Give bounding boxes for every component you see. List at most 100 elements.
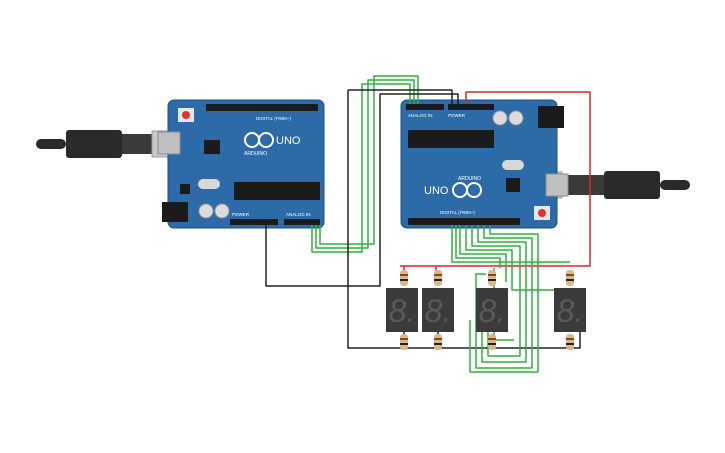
resistor-body xyxy=(400,334,408,350)
resistor-band xyxy=(434,274,442,276)
usb-cable-icon xyxy=(36,139,66,149)
digital-header xyxy=(206,104,318,111)
usb-port xyxy=(545,173,569,197)
resistor[interactable] xyxy=(488,270,496,286)
usb-chip xyxy=(506,178,520,192)
display-digit: 8. xyxy=(557,293,584,329)
wire-green[interactable] xyxy=(311,83,411,253)
wire-black[interactable] xyxy=(348,89,453,104)
wire-black[interactable] xyxy=(347,90,581,349)
resistor-band xyxy=(434,343,442,345)
usb-port xyxy=(157,131,181,155)
resistor[interactable] xyxy=(400,334,408,350)
wire-green[interactable] xyxy=(451,225,570,263)
resistor[interactable] xyxy=(566,334,574,350)
display-digit: 8. xyxy=(425,293,452,329)
seven-segment-display-2[interactable]: 8. xyxy=(422,288,454,332)
usb-plug-body xyxy=(66,130,122,158)
wire-green[interactable] xyxy=(315,79,415,249)
arduino-board-right[interactable]: UNO ARDUINO POWER ANALOG IN DIGITAL (PWM… xyxy=(400,99,569,229)
resistor-band xyxy=(434,338,442,340)
wire-black[interactable] xyxy=(265,93,459,287)
resistor-band xyxy=(488,274,496,276)
atmega-chip xyxy=(408,130,494,148)
resistor[interactable] xyxy=(400,270,408,286)
arduino-logo-icon xyxy=(244,132,274,148)
display-housing xyxy=(476,288,508,332)
resistor-band xyxy=(566,338,574,340)
resistor[interactable] xyxy=(434,270,442,286)
resistor-band xyxy=(566,343,574,345)
analog-header xyxy=(406,104,444,110)
resistor[interactable] xyxy=(434,334,442,350)
usb-cable-icon xyxy=(660,180,690,190)
digital-header-label: DIGITAL (PWM~) xyxy=(256,116,291,121)
display-housing xyxy=(386,288,418,332)
digital-header xyxy=(408,218,520,225)
board-pcb xyxy=(400,99,558,229)
resistor-band xyxy=(434,279,442,281)
power-header xyxy=(448,104,494,110)
analog-header-label: ANALOG IN xyxy=(286,212,311,217)
wire-green[interactable] xyxy=(455,225,501,268)
resistor[interactable] xyxy=(488,334,496,350)
resistor-band xyxy=(488,279,496,281)
resistor-body xyxy=(400,270,408,286)
resistor-band xyxy=(488,343,496,345)
resistors[interactable] xyxy=(400,270,574,350)
crystal xyxy=(502,160,524,170)
display-housing xyxy=(422,288,454,332)
digital-header-label: DIGITAL (PWM~) xyxy=(440,210,475,215)
resistor-body xyxy=(488,334,496,350)
usb-plug-body xyxy=(604,171,660,199)
arduino-board-left[interactable]: UNO ARDUINO POWER ANALOG IN DIGITAL (PWM… xyxy=(157,99,325,229)
reset-button-cap xyxy=(538,209,546,217)
capacitor xyxy=(508,110,524,126)
resistor-band xyxy=(488,338,496,340)
capacitor xyxy=(198,203,214,219)
display-digit: 8. xyxy=(479,293,506,329)
wire-green[interactable] xyxy=(475,225,533,369)
seven-segment-display-1[interactable]: 8. xyxy=(386,288,418,332)
power-header-label: POWER xyxy=(232,212,250,217)
analog-header-label: ANALOG IN xyxy=(408,113,433,118)
display-housing xyxy=(554,288,586,332)
resistor-body xyxy=(566,334,574,350)
resistor-band xyxy=(400,343,408,345)
resistor-band xyxy=(400,338,408,340)
resistor-band xyxy=(400,274,408,276)
analog-header xyxy=(284,219,320,225)
power-header-label: POWER xyxy=(448,113,466,118)
resistor-band xyxy=(566,274,574,276)
board-logo-text: UNO xyxy=(424,185,449,197)
resistor-body xyxy=(434,334,442,350)
usb-plug-neck xyxy=(562,175,604,195)
capacitor xyxy=(214,203,230,219)
seven-segment-display-3[interactable]: 8. xyxy=(476,288,508,332)
crystal xyxy=(198,179,220,189)
usb-chip xyxy=(204,140,220,154)
board-brand-text: ARDUINO xyxy=(458,176,481,182)
resistor-band xyxy=(400,279,408,281)
wire-green[interactable] xyxy=(471,225,521,357)
wire-green[interactable] xyxy=(469,225,539,373)
capacitor xyxy=(492,110,508,126)
seven-segment-displays[interactable]: 8. 8. 8. 8. xyxy=(386,288,586,332)
reset-button-cap xyxy=(182,111,190,119)
resistor-band xyxy=(566,279,574,281)
resistor-body xyxy=(488,270,496,286)
power-header xyxy=(230,219,278,225)
resistor[interactable] xyxy=(566,270,574,286)
power-jack xyxy=(538,106,564,128)
usb-plug-neck xyxy=(122,134,152,154)
wire-green[interactable] xyxy=(459,225,507,282)
board-brand-text: ARDUINO xyxy=(244,151,267,157)
seven-segment-display-4[interactable]: 8. xyxy=(554,288,586,332)
wires[interactable] xyxy=(265,75,591,373)
regulator xyxy=(180,184,190,194)
wire-green[interactable] xyxy=(477,225,527,363)
atmega-chip xyxy=(234,182,320,200)
power-jack xyxy=(162,202,188,222)
wire-green[interactable] xyxy=(319,75,419,245)
